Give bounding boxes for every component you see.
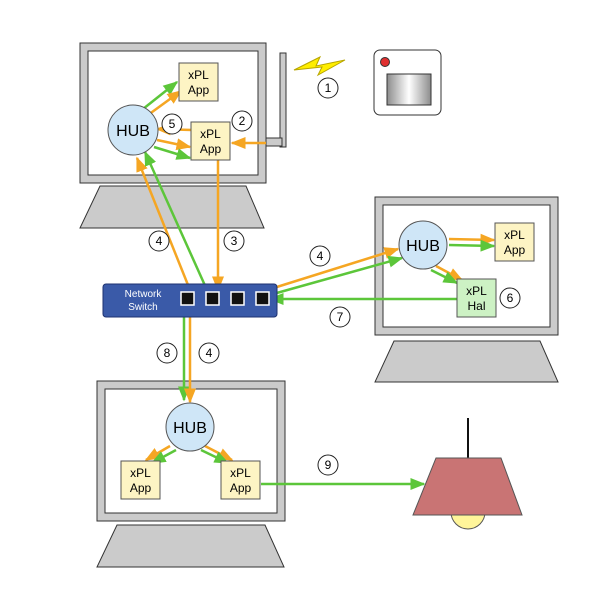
network-switch: Network Switch — [102, 283, 278, 318]
svg-text:4: 4 — [156, 234, 163, 248]
svg-text:3: 3 — [231, 234, 238, 248]
hub-label: HUB — [116, 123, 150, 140]
antenna-base — [265, 137, 283, 147]
switch-port — [180, 291, 195, 306]
app-label-line1: xPL — [230, 466, 251, 480]
step-number-8: 8 — [156, 342, 178, 364]
app-label-line1: xPL — [188, 68, 209, 82]
app-box-right-1: xPL App — [494, 222, 535, 262]
app-box-top-1: xPL App — [178, 62, 219, 102]
base-right — [374, 340, 559, 383]
app-box-top-2: xPL App — [190, 121, 231, 161]
step-number-9: 9 — [317, 454, 339, 476]
switch-port — [230, 291, 245, 306]
arrow-switch-to-righthub-green — [265, 255, 404, 298]
app-label-line2: App — [230, 481, 252, 495]
svg-text:4: 4 — [317, 249, 324, 263]
switch-port — [205, 291, 220, 306]
app-box-bottom-2: xPL App — [220, 460, 261, 500]
antenna-icon — [279, 52, 287, 148]
hal-box-right: xPL Hal — [456, 278, 497, 318]
switch-label-line2: Switch — [128, 302, 157, 313]
hub-bottom: HUB — [165, 402, 215, 452]
arrow-switch-to-righthub-orange — [263, 247, 400, 293]
step-number-4-right: 4 — [309, 245, 331, 267]
app-box-bottom-1: xPL App — [120, 460, 161, 500]
svg-text:2: 2 — [239, 114, 246, 128]
svg-text:1: 1 — [325, 81, 332, 95]
app-label-line2: Hal — [467, 299, 485, 313]
arrow-hub-to-app1-green — [142, 81, 179, 110]
svg-text:7: 7 — [337, 310, 344, 324]
app-label-line1: xPL — [130, 466, 151, 480]
arrow-hub-to-app1-orange — [147, 89, 183, 117]
base-top — [79, 185, 265, 229]
svg-text:8: 8 — [164, 346, 171, 360]
arrows — [135, 81, 496, 490]
arrow-hub-to-app2-green — [153, 145, 192, 160]
arrow-righthub-to-app-green — [448, 239, 496, 252]
step-number-1: 1 — [317, 77, 339, 99]
step-number-5: 5 — [161, 113, 183, 135]
arrow-hub-to-app2-orange — [156, 138, 192, 151]
svg-text:6: 6 — [507, 291, 514, 305]
app-label-line1: xPL — [466, 284, 487, 298]
app-label-line2: App — [188, 83, 210, 97]
switch-port — [255, 291, 270, 306]
svg-text:5: 5 — [169, 117, 176, 131]
arrow-righthub-to-hal-green — [430, 268, 459, 285]
app-label-line2: App — [504, 243, 526, 257]
step-number-7: 7 — [329, 306, 351, 328]
switch-label-line1: Network — [125, 289, 163, 300]
hub-label: HUB — [406, 238, 440, 255]
arrow-switch-to-tophub-orange — [135, 156, 192, 291]
motion-sensor-icon — [373, 49, 442, 116]
app-label-line2: App — [200, 142, 222, 156]
lightning-bolt-icon — [293, 55, 346, 77]
step-number-4-bottom: 4 — [198, 342, 220, 364]
app-label-line1: xPL — [200, 127, 221, 141]
hub-right: HUB — [398, 220, 448, 270]
step-number-2: 2 — [231, 110, 253, 132]
screen-top — [87, 50, 259, 176]
app-label-line2: App — [130, 481, 152, 495]
ceiling-lamp-icon — [412, 418, 523, 530]
svg-text:4: 4 — [206, 346, 213, 360]
svg-text:9: 9 — [325, 458, 332, 472]
step-number-4-top: 4 — [148, 230, 170, 252]
app-label-line1: xPL — [504, 228, 525, 242]
step-number-6: 6 — [499, 287, 521, 309]
base-bottom — [96, 524, 285, 568]
hub-top: HUB — [107, 104, 159, 156]
arrow-switch-to-tophub-green — [143, 150, 209, 291]
hub-label: HUB — [173, 420, 207, 437]
step-number-3: 3 — [223, 230, 245, 252]
arrow-righthub-to-app-orange — [448, 233, 496, 246]
